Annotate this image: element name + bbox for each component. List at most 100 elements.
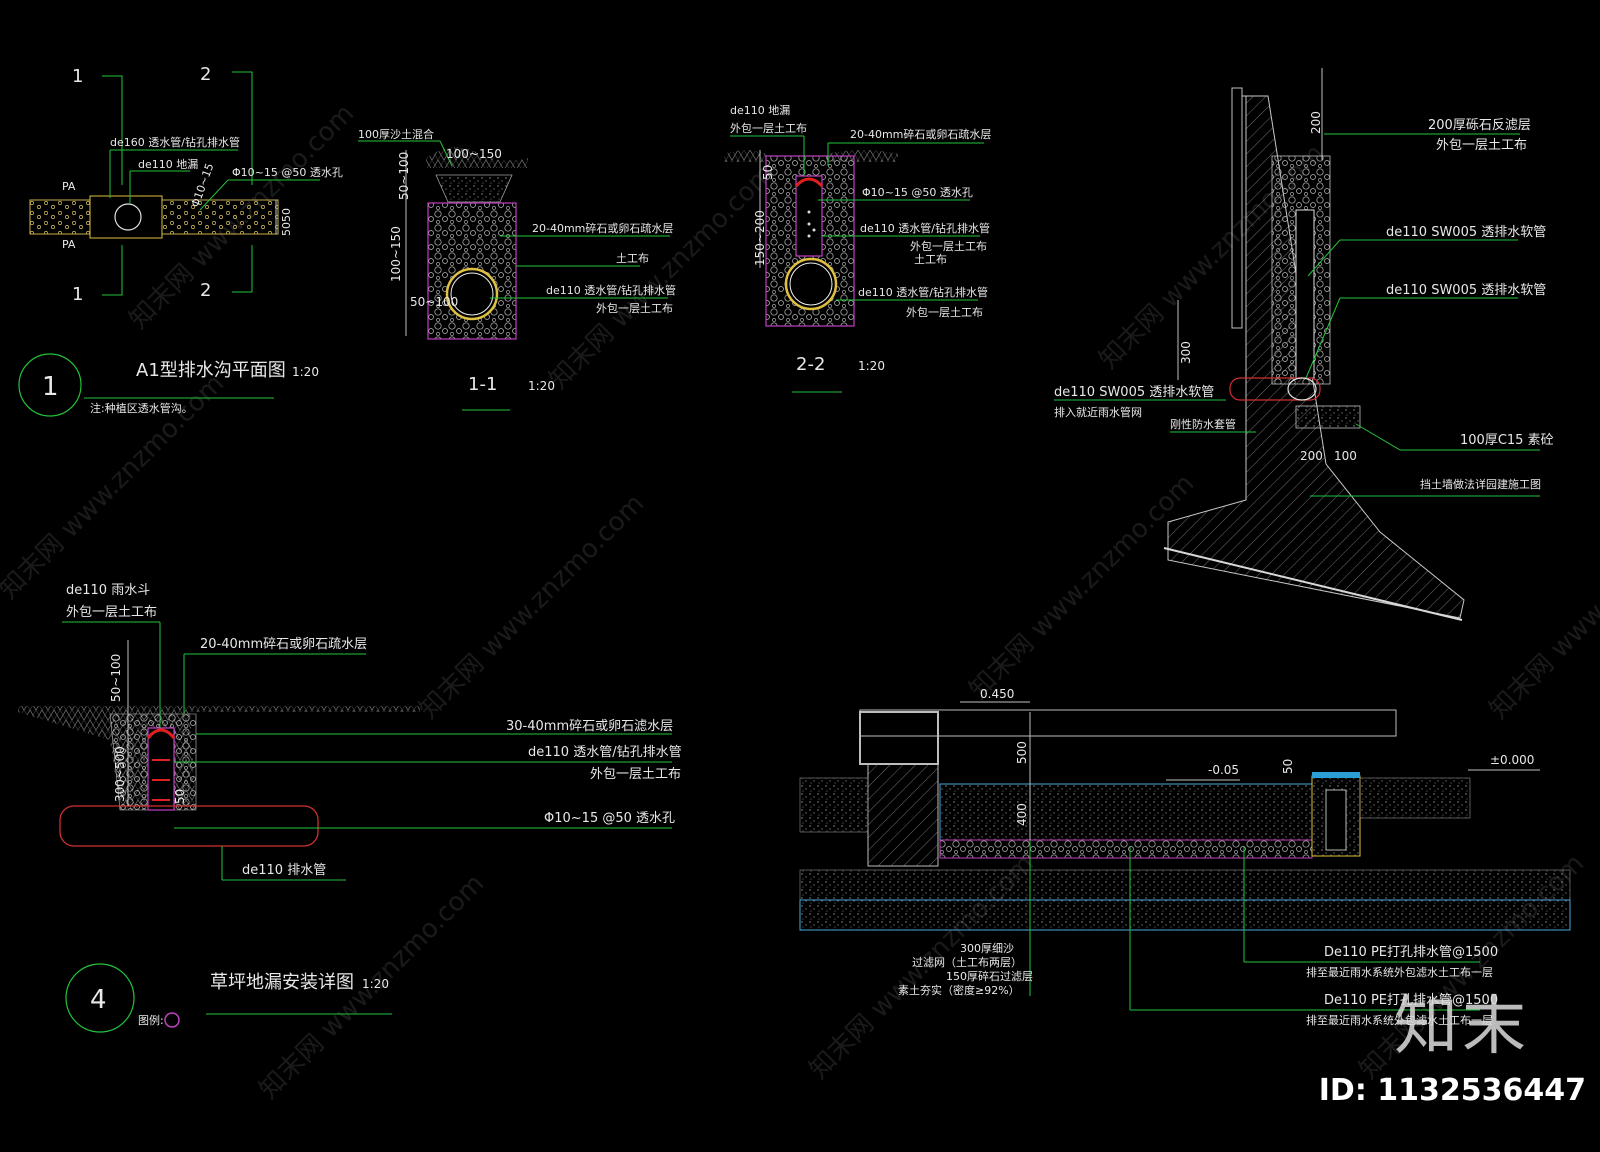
dim-text: 300~500 (113, 746, 127, 802)
detail-2-2-section: de110 地漏 外包一层土工布 20-40mm碎石或卵石疏水层 Φ10~15 … (724, 104, 991, 393)
label-pe-note: 排至最近雨水系统外包滤水土工布一层 (1306, 965, 1493, 979)
surface-soil (426, 147, 528, 168)
label-pipe: de160 透水管/钻孔排水管 (110, 135, 240, 149)
detail-title: A1型排水沟平面图 (136, 360, 286, 381)
label-soil: 素土夯实（密度≥92%） (898, 983, 1020, 997)
label-concrete: 100厚C15 素砼 (1460, 433, 1554, 448)
filter-gravel-layer (939, 839, 1313, 859)
watermark-text: 知末网 www.znzmo.com (414, 489, 650, 725)
leader-line (1355, 423, 1401, 451)
drain-cap (794, 177, 824, 188)
label-wrap: 外包一层土工布 (910, 240, 987, 253)
dim-text: 50~100 (397, 152, 411, 200)
label-sand: 100厚沙土混合 (358, 127, 434, 141)
legend-swatch-icon (164, 1012, 180, 1028)
label-holes: Φ10~15 @50 透水孔 (544, 811, 675, 826)
dim-text: 50 (1281, 759, 1295, 774)
watermark-logo: 知末 (1394, 990, 1530, 1064)
label-pipe: de110 透水管/钻孔排水管 (528, 745, 682, 760)
fine-sand-layer (939, 783, 1313, 841)
surface-soil (724, 150, 766, 162)
label-wrap: 外包一层土工布 (1436, 138, 1527, 153)
lawn-soil (18, 706, 420, 810)
watermark-text: 知末网 www.znzmo.com (544, 159, 780, 395)
dim-text: 50 (761, 165, 775, 180)
wall-face-cap (1231, 87, 1243, 329)
subgrade-layer (799, 869, 1571, 901)
label-gravel: 20-40mm碎石或卵石疏水层 (850, 127, 991, 141)
label-gravel: 20-40mm碎石或卵石疏水层 (200, 637, 367, 652)
detail-title: 2-2 (796, 354, 825, 375)
riser-pipe (795, 175, 823, 257)
detail-number: 4 (90, 985, 107, 1015)
dim-text: 150~200 (753, 210, 767, 266)
perforated-pipe (784, 257, 838, 311)
label-wrap: 外包一层土工布 (730, 122, 807, 135)
dim-text: 50 (280, 208, 293, 222)
section-mark: 2 (200, 64, 211, 85)
label-hose: de110 SW005 透排水软管 (1386, 283, 1546, 298)
label-drain: de110 地漏 (730, 104, 790, 117)
label-sleeve: 刚性防水套管 (1170, 417, 1236, 431)
base-layer (799, 899, 1571, 931)
cut-line (232, 245, 253, 293)
label-drain-pipe: de110 排水管 (242, 863, 326, 878)
label-sand: 300厚细沙 (960, 942, 1014, 955)
label-gravel: 150厚碎石过滤层 (946, 969, 1033, 983)
detail-number-circle (65, 963, 135, 1033)
dim-text: 50~100 (109, 654, 123, 702)
leader-line (1305, 297, 1341, 379)
label-drain: de110 地漏 (138, 158, 198, 171)
detail-scale: 1:20 (528, 379, 555, 393)
dim-text: 50~100 (410, 295, 458, 309)
label-pa: PA (62, 180, 76, 193)
label-wrap: 外包一层土工布 (590, 767, 681, 782)
label-hose: de110 SW005 透排水软管 (1054, 385, 1214, 400)
leader-line (199, 179, 229, 211)
label-wrap: 外包一层土工布 (66, 605, 157, 620)
label-rain-hopper: de110 雨水斗 (66, 583, 150, 598)
dim-text: 200 (1300, 449, 1323, 463)
dim-text: 100~150 (446, 147, 502, 161)
detail-scale: 1:20 (362, 977, 389, 991)
cut-line (102, 245, 123, 296)
section-mark: 1 (72, 284, 83, 305)
detail-number-circle (18, 353, 82, 417)
leader-line (439, 140, 453, 167)
paving-right (1359, 777, 1471, 819)
label-filter: 200厚砾石反滤层 (1428, 118, 1531, 133)
label-pe-note: 排至最近雨水系统外包滤水土工布一层 (1306, 1013, 1493, 1027)
perforated-pipe-inner (789, 262, 833, 306)
detail-note: 注:种植区透水管沟。 (90, 401, 193, 415)
retaining-wall-detail: 200 300 200 100 200厚砾石反滤层 外包一层土工布 de110 … (1054, 68, 1554, 621)
drain-hose-vertical (1295, 209, 1315, 379)
watermark-text: 知末网 www.znzmo.com (1484, 489, 1600, 725)
label-hose: de110 SW005 透排水软管 (1386, 225, 1546, 240)
label-outlet: 排入就近雨水管网 (1054, 405, 1142, 419)
c15-concrete-pad (1295, 405, 1361, 429)
label-pipe: de110 透水管/钻孔排水管 (546, 283, 676, 297)
planter-section-detail: 0.450 -0.05 ±0.000 500 400 50 300厚细沙 过滤网… (799, 687, 1571, 1027)
label-geotextile: 土工布 (616, 252, 649, 265)
perforated-pipe-inner (450, 272, 494, 316)
label-pe-pipe: De110 PE打孔排水管@1500 (1324, 993, 1498, 1008)
label-filter-net: 过滤网（土工布两层） (912, 956, 1022, 969)
coping-block (859, 711, 939, 765)
label-pe-pipe: De110 PE打孔排水管@1500 (1324, 945, 1498, 960)
detail-scale: 1:20 (858, 359, 885, 373)
label-pa: PA (62, 238, 76, 251)
label-wrap: 外包一层土工布 (906, 306, 983, 319)
dim-text: 50 (173, 789, 187, 804)
section-mark: 1 (72, 66, 83, 87)
watermark-text: 知末网 www.znzmo.com (964, 469, 1200, 705)
cut-line (102, 75, 123, 185)
level-text: ±0.000 (1490, 753, 1534, 767)
bench-top (859, 709, 1397, 737)
grate-cover (1312, 772, 1360, 778)
dim-text: 500 (1015, 741, 1029, 764)
detail-scale: 1:20 (292, 365, 319, 379)
detail-4-lawn-drain: de110 雨水斗 外包一层土工布 20-40mm碎石或卵石疏水层 30-40m… (18, 583, 682, 1033)
detail-title: 草坪地漏安装详图 (210, 972, 354, 993)
dim-text: 200 (1309, 111, 1323, 134)
